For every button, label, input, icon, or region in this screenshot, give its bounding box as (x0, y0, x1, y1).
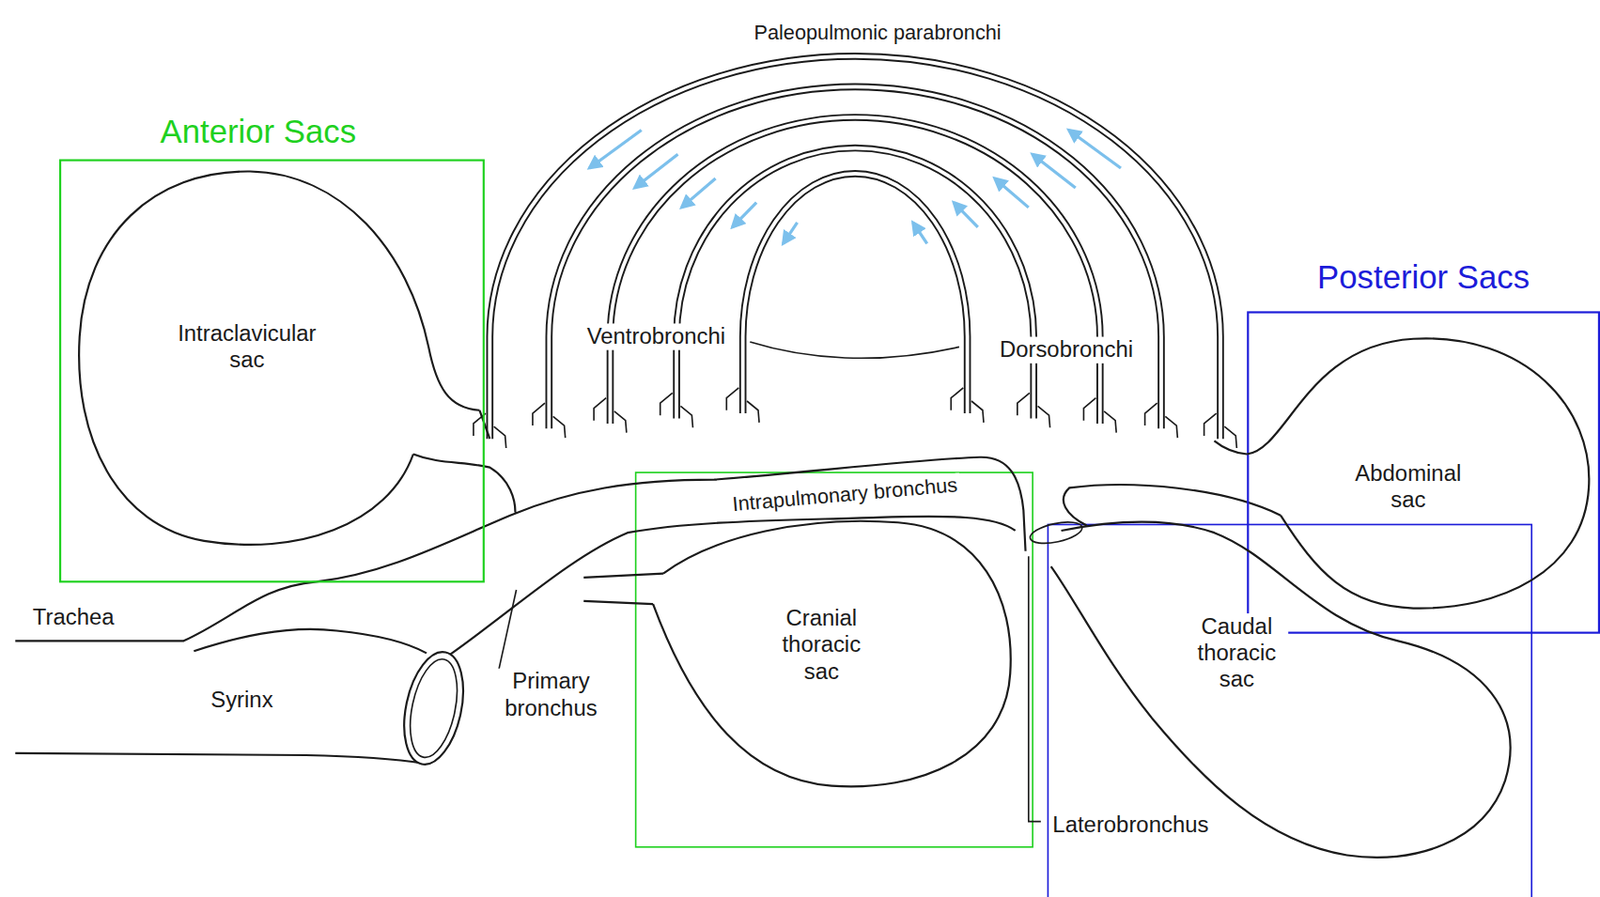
air-sac: Abdominal sac (1246, 328, 1594, 615)
airflow-arrow (994, 178, 1029, 208)
sac-outline-path (652, 521, 1011, 788)
leader-line (1028, 556, 1041, 822)
part-label: Syrinx (207, 686, 277, 714)
airflow-arrow (913, 222, 928, 244)
sac-outline-path (78, 171, 480, 545)
airflow-arrow (783, 222, 798, 244)
airway-outline (15, 410, 1281, 764)
sac-group-frame: Posterior SacsAbdominal sac (1246, 310, 1600, 634)
airflow-arrow (731, 202, 757, 228)
air-sac: Cranial thoracic sac (640, 510, 1019, 796)
bronchus-ring-inner (402, 654, 466, 762)
sac-name: Abdominal sac (1349, 460, 1468, 513)
airflow-arrows (589, 130, 1121, 245)
part-label: Primary bronchus (494, 668, 608, 722)
airflow-arrow (635, 154, 679, 188)
leader-line (497, 590, 517, 674)
sac-name: Cranial thoracic sac (769, 605, 873, 685)
sac-name: Caudal thoracic sac (1185, 613, 1290, 694)
anterior-group-frame (636, 472, 1033, 848)
laterobronchus-opening (1027, 518, 1084, 548)
part-label: Ventrobronchi (583, 323, 729, 350)
part-label: Paleopulmonic parabronchi (750, 20, 1005, 46)
sac-outline-path (1246, 338, 1589, 608)
airflow-arrow (1069, 130, 1121, 169)
airflow-arrow (1032, 154, 1076, 188)
part-label: Laterobronchus (1049, 811, 1212, 839)
airflow-arrow (682, 178, 716, 208)
sac-name: Intraclavicular sac (167, 320, 327, 373)
part-label: Intrapulmonary bronchus (728, 472, 962, 517)
part-label: Trachea (30, 604, 118, 631)
part-label: Dorsobronchi (996, 337, 1137, 364)
airflow-arrow (589, 130, 641, 169)
sac-outline-path (1051, 522, 1511, 858)
air-sac: Caudal thoracic sac (1040, 505, 1531, 863)
parabronchus-tube-inner (489, 56, 1221, 440)
airflow-arrow (953, 202, 979, 228)
group-heading: Anterior Sacs (156, 113, 359, 153)
posterior-group-frame (1047, 524, 1532, 897)
bronchus-ring (394, 646, 473, 770)
air-sac: Intraclavicular sac (76, 166, 434, 549)
parabronchus-tube-outer (489, 56, 1221, 439)
group-heading: Posterior Sacs (1314, 258, 1534, 297)
sac-group-frame: Anterior SacsIntraclavicular sac (59, 158, 485, 583)
